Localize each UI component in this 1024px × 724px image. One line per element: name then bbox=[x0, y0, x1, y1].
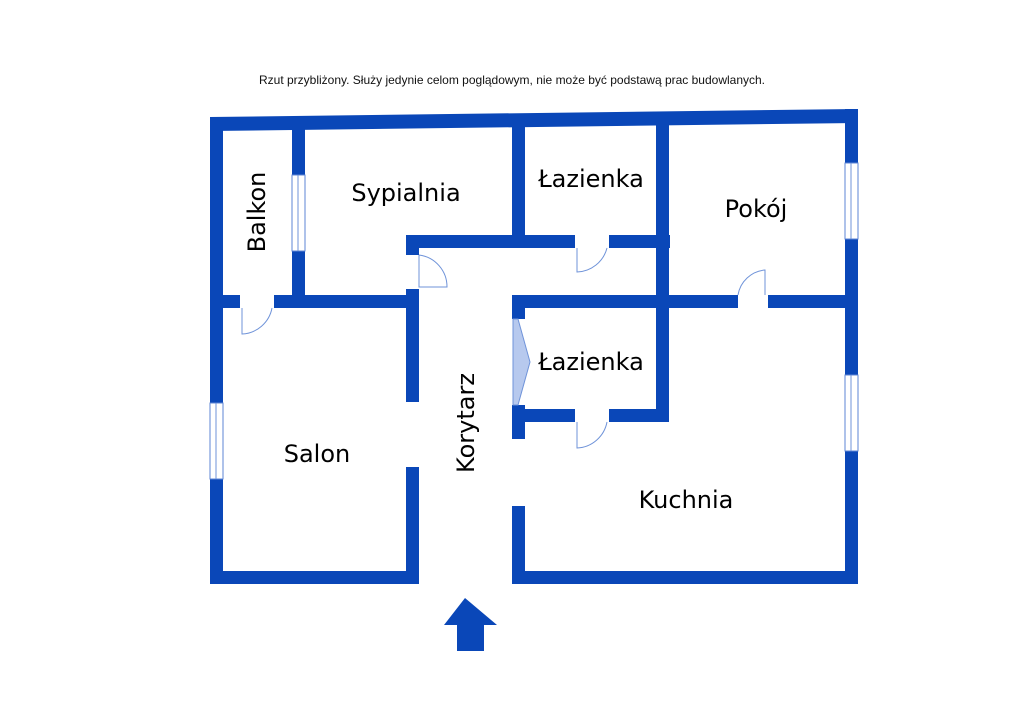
doors bbox=[241, 247, 766, 449]
label-lazienka-mid: Łazienka bbox=[537, 348, 644, 376]
wall-salon-korytarz-lower bbox=[406, 467, 419, 584]
walls bbox=[210, 109, 858, 584]
wall-corridor-top bbox=[406, 235, 575, 248]
label-korytarz: Korytarz bbox=[452, 373, 480, 473]
label-pokoj: Pokój bbox=[725, 195, 788, 223]
outer-wall-bottom-right bbox=[512, 571, 858, 584]
outer-wall-bottom-left bbox=[210, 571, 419, 584]
wall-pokoj-bottom-right bbox=[768, 295, 858, 308]
door-lazienka-mid bbox=[576, 421, 608, 449]
label-balkon: Balkon bbox=[243, 172, 271, 253]
wall-balkon-bottom bbox=[210, 295, 240, 308]
door-balkon bbox=[241, 307, 273, 335]
wall-kuchnia-left bbox=[512, 506, 525, 584]
wall-lazienka-mid-bottom-right bbox=[609, 409, 669, 422]
door-lazienka-mid-side bbox=[512, 318, 531, 406]
label-lazienka-top: Łazienka bbox=[537, 165, 644, 193]
wall-sypialnia-lazienka bbox=[512, 125, 525, 248]
disclaimer-note: Rzut przybliżony. Służy jedynie celom po… bbox=[259, 73, 765, 87]
windows bbox=[209, 162, 859, 480]
wall-lazienka-mid-top bbox=[512, 295, 669, 308]
room-labels: Balkon Sypialnia Łazienka Pokój Łazienka… bbox=[243, 165, 787, 514]
wall-lazienka-mid-right bbox=[656, 295, 669, 422]
wall-lazienka-mid-left-top bbox=[512, 295, 525, 319]
label-kuchnia: Kuchnia bbox=[639, 486, 734, 514]
wall-lazienka-pokoj bbox=[656, 120, 669, 310]
door-pokoj bbox=[737, 269, 766, 296]
wall-salon-korytarz-upper bbox=[406, 289, 419, 402]
label-sypialnia: Sypialnia bbox=[351, 179, 460, 207]
wall-sypialnia-bottom bbox=[274, 295, 419, 308]
door-sypialnia bbox=[418, 254, 448, 288]
wall-lazienka-mid-bottom-left bbox=[512, 409, 575, 422]
door-lazienka-top bbox=[576, 247, 608, 273]
wall-pokoj-bottom-left bbox=[656, 295, 738, 308]
outer-wall-top bbox=[210, 109, 858, 131]
wall-corridor-top-right bbox=[609, 235, 670, 248]
entrance-arrow-icon bbox=[444, 598, 497, 651]
label-salon: Salon bbox=[284, 440, 351, 468]
outer-wall-left bbox=[210, 117, 223, 584]
